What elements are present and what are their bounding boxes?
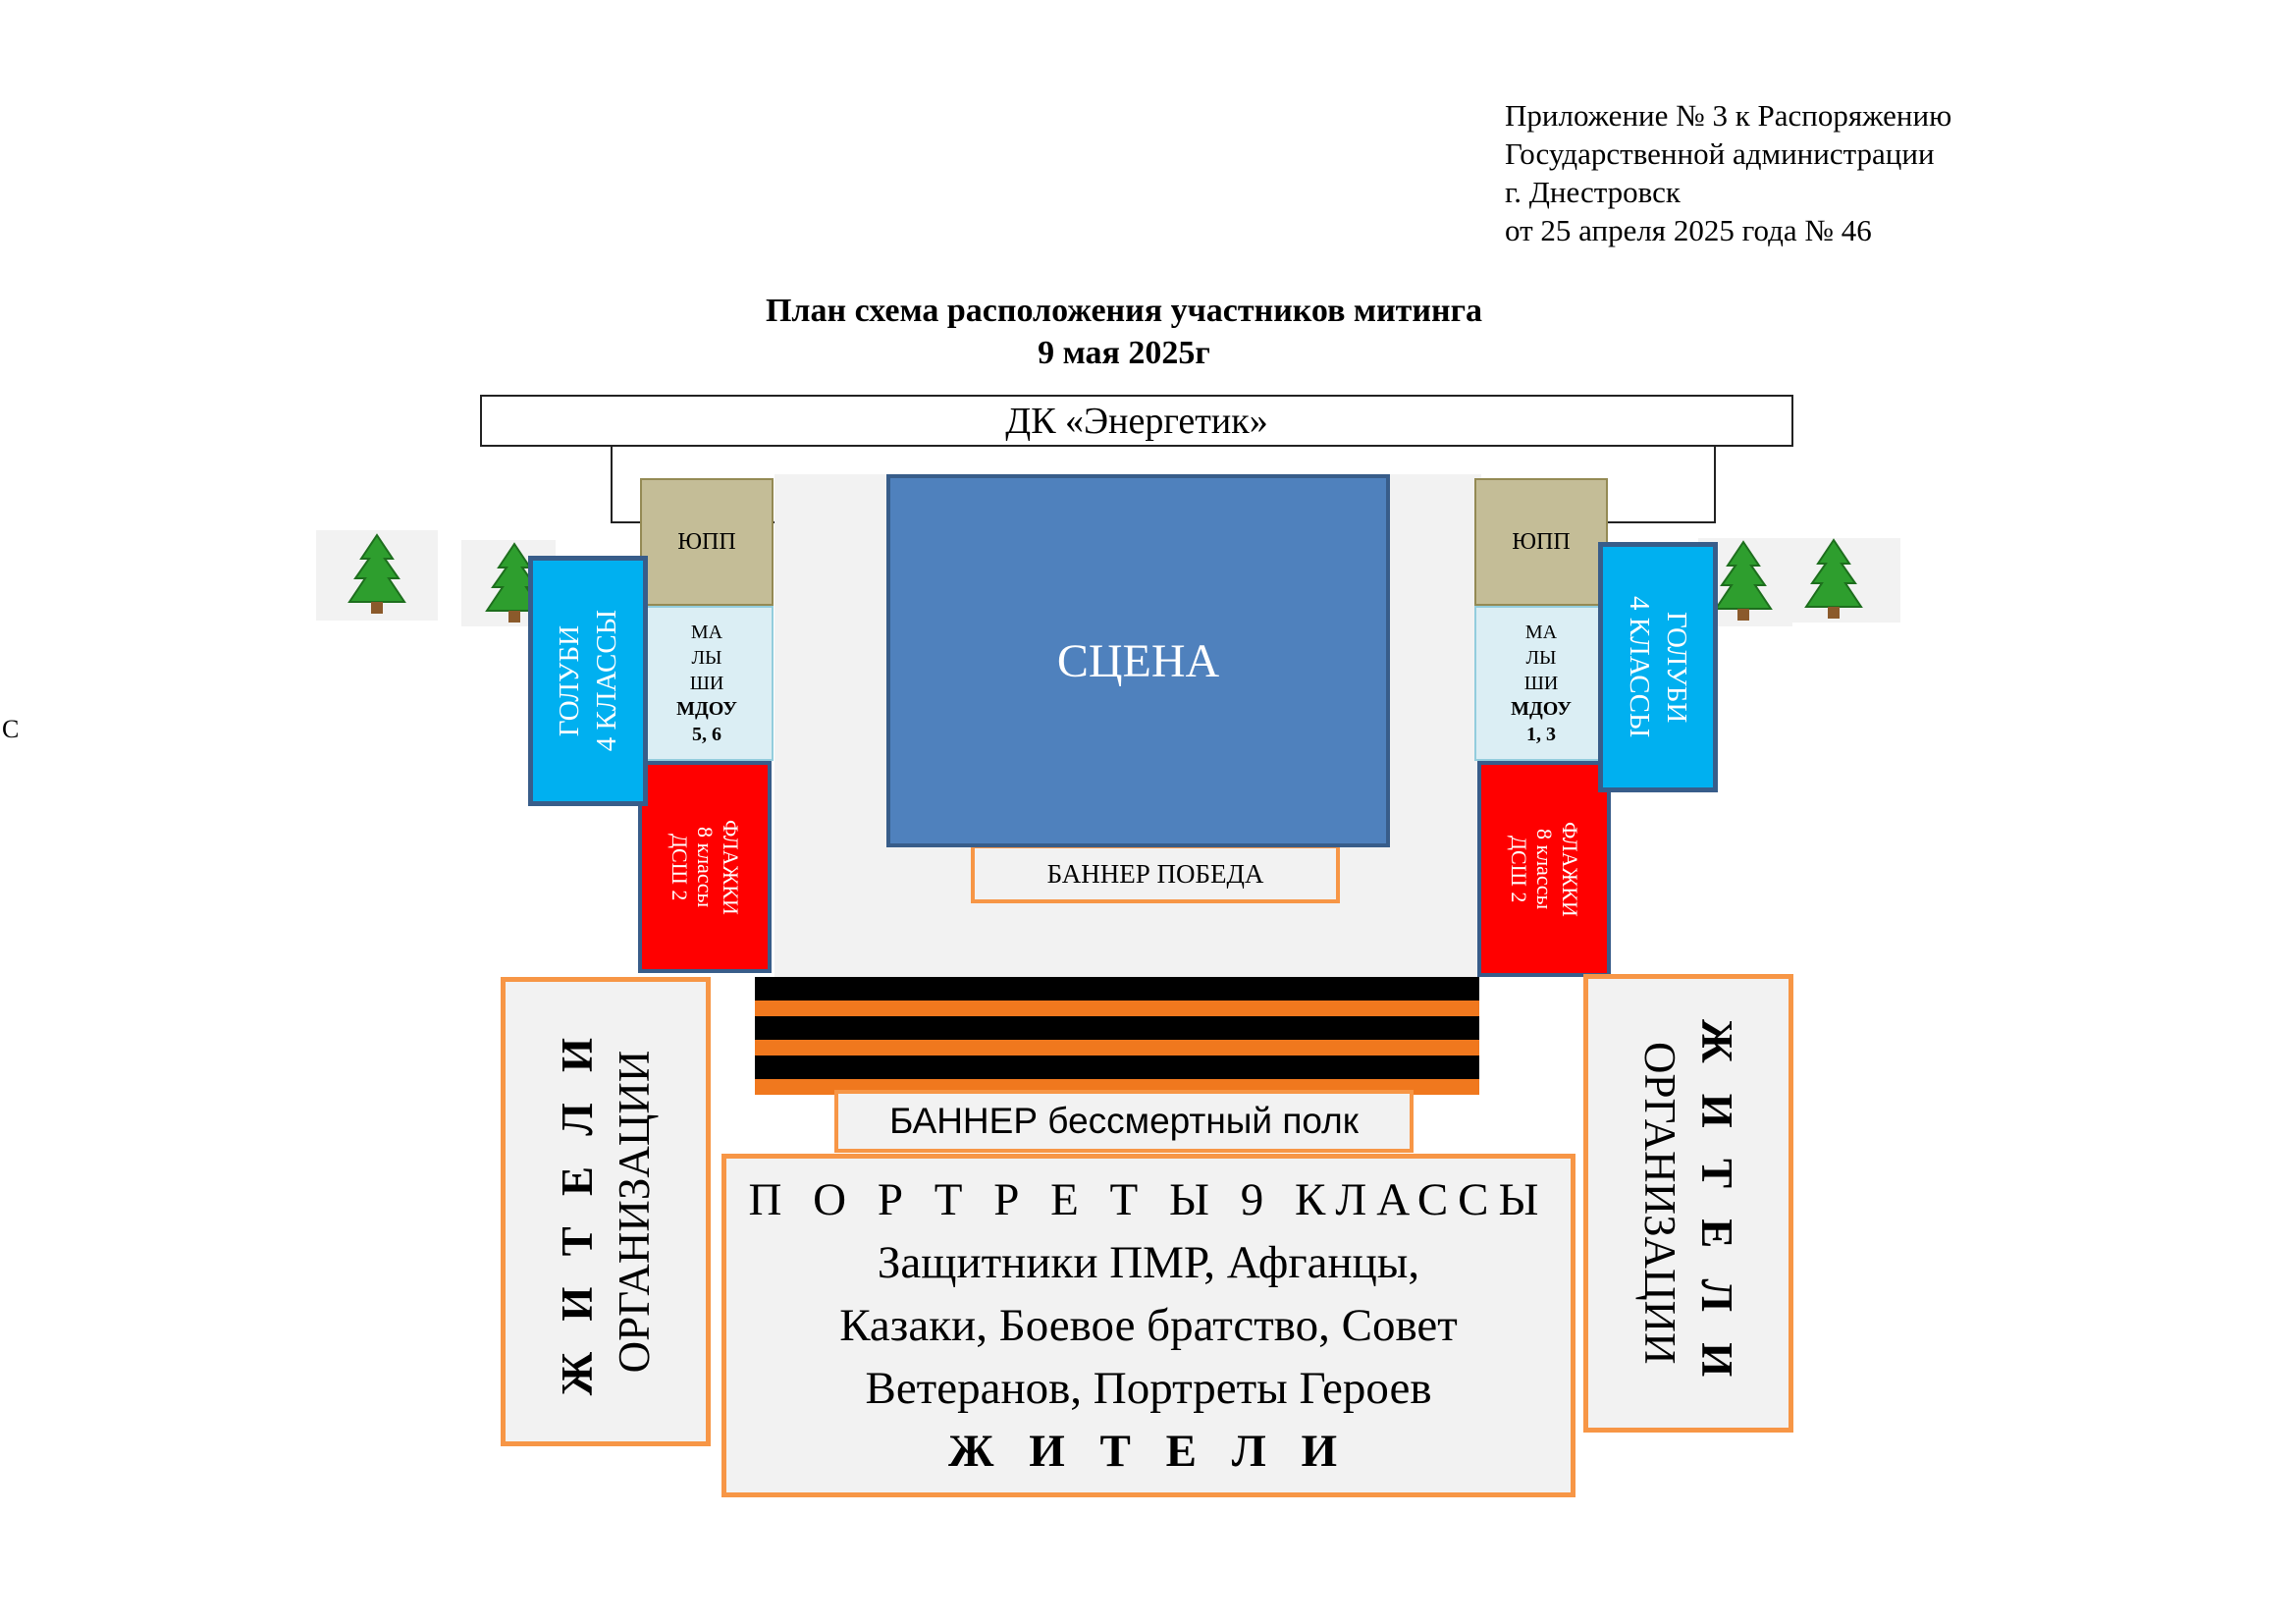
- title-line: План схема расположения участников митин…: [765, 293, 1483, 329]
- flags-left: ФЛАЖКИ 8 классы ДСШ 2: [638, 761, 772, 973]
- kids-left-line: МА: [690, 622, 723, 643]
- kids-left: МА ЛЫ ШИ МДОУ 5, 6: [640, 606, 774, 761]
- flags-right-line: ФЛАЖКИ: [1558, 821, 1582, 917]
- yupp-left: ЮПП: [640, 478, 774, 606]
- doves-left-line: ГОЛУБИ: [554, 624, 585, 737]
- stray-letter: С: [2, 715, 20, 743]
- flags-right-text: ФЛАЖКИ 8 классы ДСШ 2: [1506, 822, 1582, 917]
- doves-left-text: ГОЛУБИ 4 КЛАССЫ: [551, 610, 625, 751]
- appendix-note: Приложение № 3 к Распоряжению Государств…: [1505, 96, 1951, 249]
- banner-immortal-regiment: БАННЕР бессмертный полк: [834, 1090, 1414, 1153]
- residents-left-line: Ж И Т Е Л И: [553, 1027, 602, 1396]
- flags-right: ФЛАЖКИ 8 классы ДСШ 2: [1477, 761, 1611, 977]
- tree-icon: [1804, 538, 1863, 619]
- residents-right-line: Ж И Т Е Л И: [1692, 1019, 1741, 1387]
- building-dk-energetik: ДК «Энергетик»: [480, 395, 1793, 447]
- banner-victory: БАННЕР ПОБЕДА: [971, 844, 1340, 903]
- kids-right-line: ЛЫ: [1525, 647, 1557, 669]
- doves-left-line: 4 КЛАССЫ: [591, 610, 622, 752]
- kids-left-line: ШИ: [689, 673, 724, 694]
- tree-icon: [347, 533, 406, 614]
- kids-left-line: ЛЫ: [691, 647, 722, 669]
- diagram-title: План схема расположения участников митин…: [0, 290, 2248, 374]
- st-george-ribbon: [755, 977, 1479, 1095]
- flags-left-line: ДСШ 2: [667, 833, 692, 901]
- doves-left: ГОЛУБИ 4 КЛАССЫ: [528, 556, 648, 806]
- residents-left-text: Ж И Т Е Л И ОРГАНИЗАЦИИ: [549, 1028, 663, 1395]
- residents-left: Ж И Т Е Л И ОРГАНИЗАЦИИ: [501, 977, 711, 1446]
- kids-right-line: ШИ: [1523, 673, 1559, 694]
- title-line: 9 мая 2025г: [1038, 335, 1210, 371]
- doves-right-text: ГОЛУБИ 4 КЛАССЫ: [1621, 596, 1695, 737]
- doves-right-line: ГОЛУБИ: [1661, 611, 1692, 724]
- appendix-note-line: Приложение № 3 к Распоряжению: [1505, 98, 1952, 133]
- residents-right-text: Ж И Т Е Л И ОРГАНИЗАЦИИ: [1631, 1019, 1745, 1386]
- appendix-note-line: от 25 апреля 2025 года № 46: [1505, 213, 1872, 247]
- residents-left-line: ОРГАНИЗАЦИИ: [610, 1050, 659, 1374]
- kids-right-line: 1, 3: [1526, 724, 1556, 745]
- kids-left-line: МДОУ: [676, 698, 737, 720]
- appendix-note-line: Государственной администрации: [1505, 136, 1935, 171]
- kids-right: МА ЛЫ ШИ МДОУ 1, 3: [1474, 606, 1608, 761]
- kids-right-line: МА: [1524, 622, 1558, 643]
- tree-icon: [1714, 540, 1773, 621]
- residents-right-line: ОРГАНИЗАЦИИ: [1635, 1042, 1684, 1365]
- flags-left-line: 8 классы: [693, 826, 718, 908]
- portraits-line: Ветеранов, Портреты Героев: [865, 1363, 1432, 1414]
- yupp-right: ЮПП: [1474, 478, 1608, 606]
- portraits-line: Казаки, Боевое братство, Совет: [839, 1300, 1458, 1351]
- appendix-note-line: г. Днестровск: [1505, 175, 1681, 209]
- doves-right-line: 4 КЛАССЫ: [1624, 596, 1655, 738]
- doves-right: ГОЛУБИ 4 КЛАССЫ: [1598, 542, 1718, 792]
- flags-right-line: ДСШ 2: [1507, 835, 1531, 903]
- stage: СЦЕНА: [886, 474, 1390, 847]
- residents-right: Ж И Т Е Л И ОРГАНИЗАЦИИ: [1583, 974, 1793, 1433]
- portraits-block: П О Р Т Р Е Т Ы 9 КЛАССЫ Защитники ПМР, …: [721, 1154, 1575, 1497]
- flags-left-text: ФЛАЖКИ 8 классы ДСШ 2: [667, 820, 743, 915]
- portraits-line: Защитники ПМР, Афганцы,: [877, 1237, 1420, 1288]
- portraits-line: П О Р Т Р Е Т Ы 9 КЛАССЫ: [748, 1174, 1549, 1225]
- flags-left-line: ФЛАЖКИ: [719, 819, 743, 915]
- kids-right-line: МДОУ: [1511, 698, 1572, 720]
- flags-right-line: 8 классы: [1532, 828, 1557, 910]
- kids-left-line: 5, 6: [692, 724, 721, 745]
- portraits-line: Ж И Т Е Л И: [947, 1426, 1350, 1477]
